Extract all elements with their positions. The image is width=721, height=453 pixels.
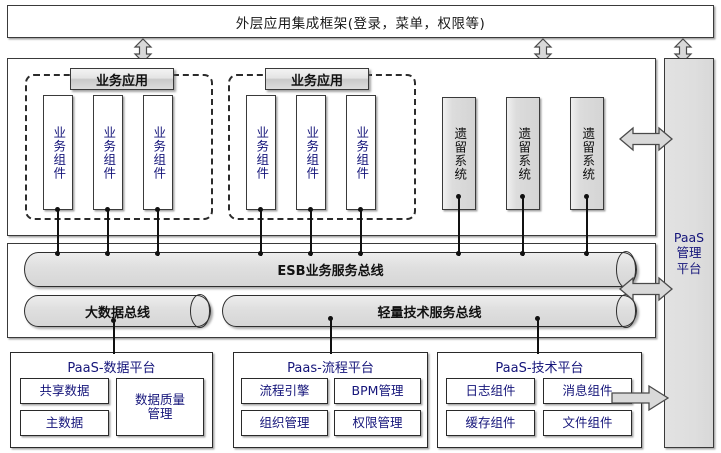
business-component-2-1: 业务组件 [246, 95, 276, 210]
connector-line [113, 320, 115, 354]
business-component-1-3: 业务组件 [143, 95, 173, 210]
connector-line [57, 209, 59, 256]
double-arrow-horizontal-icon-2 [619, 276, 673, 302]
connector-dot [155, 207, 160, 212]
arrow-right-icon-1 [611, 384, 669, 412]
connector-line [537, 318, 539, 354]
connector-line [310, 209, 312, 256]
connector-dot [358, 251, 363, 256]
business-application-label-1: 业务应用 [70, 68, 174, 90]
connector-dot [328, 316, 333, 321]
esb-bus-label: ESB业务服务总线 [277, 264, 384, 279]
platform-item-cache-component: 缓存组件 [446, 410, 535, 436]
connector-dot [584, 251, 589, 256]
connector-dot [456, 194, 461, 199]
connector-line [330, 318, 332, 354]
connector-dot [308, 251, 313, 256]
outer-integration-framework-banner: 外层应用集成框架(登录，菜单，权限等) [7, 5, 714, 38]
connector-line [586, 196, 588, 256]
business-application-label-2: 业务应用 [265, 68, 369, 90]
group-label-text: 业务应用 [290, 73, 343, 89]
platform-item-bpm: BPM管理 [334, 378, 421, 404]
connector-dot [520, 251, 525, 256]
connector-line [522, 196, 524, 256]
connector-dot [258, 251, 263, 256]
platform-item-data-quality: 数据质量管理 [116, 378, 204, 436]
lightweight-bus-label: 轻量技术服务总线 [377, 305, 482, 321]
connector-line [107, 209, 109, 256]
platform-item-process-engine: 流程引擎 [241, 378, 328, 404]
connector-dot [520, 194, 525, 199]
platform-item-auth-mgmt: 权限管理 [334, 410, 421, 436]
connector-line [157, 209, 159, 256]
connector-dot [535, 316, 540, 321]
business-component-1-2: 业务组件 [93, 95, 123, 210]
connector-dot [456, 251, 461, 256]
connector-dot [308, 207, 313, 212]
platform-title: PaaS-技术平台 [495, 361, 584, 376]
connector-dot [105, 251, 110, 256]
platform-title: PaaS-数据平台 [67, 361, 156, 376]
banner-label: 外层应用集成框架(登录，菜单，权限等) [235, 15, 486, 32]
esb-service-bus: ESB业务服务总线 [24, 251, 637, 288]
platform-title: Paas-流程平台 [287, 361, 374, 376]
legacy-system-3: 遗留系统 [570, 97, 604, 210]
business-component-2-3: 业务组件 [346, 95, 376, 210]
connector-dot [155, 251, 160, 256]
bigdata-bus: 大数据总线 [24, 294, 211, 328]
legacy-system-2: 遗留系统 [506, 97, 540, 210]
paas-admin-label: PaaS 管理 平台 [673, 229, 705, 276]
connector-line [458, 196, 460, 256]
lightweight-tech-bus: 轻量技术服务总线 [222, 294, 637, 328]
platform-item-org-mgmt: 组织管理 [241, 410, 328, 436]
connector-line [360, 209, 362, 256]
business-component-1-1: 业务组件 [43, 95, 73, 210]
legacy-system-1: 遗留系统 [442, 97, 476, 210]
business-component-2-2: 业务组件 [296, 95, 326, 210]
paas-management-platform-column: PaaS 管理 平台 [664, 58, 714, 448]
connector-dot [584, 194, 589, 199]
group-label-text: 业务应用 [95, 73, 148, 89]
platform-item-shared-data: 共享数据 [20, 378, 109, 404]
connector-dot [55, 251, 60, 256]
platform-item-log-component: 日志组件 [446, 378, 535, 404]
connector-dot [105, 207, 110, 212]
double-arrow-horizontal-icon-1 [619, 126, 673, 152]
connector-dot [258, 207, 263, 212]
platform-item-message-component: 消息组件 [543, 378, 632, 404]
platform-item-master-data: 主数据 [20, 410, 109, 436]
connector-dot [55, 207, 60, 212]
connector-dot [358, 207, 363, 212]
bigdata-bus-label: 大数据总线 [84, 305, 150, 321]
connector-dot [111, 318, 116, 323]
platform-item-file-component: 文件组件 [543, 410, 632, 436]
connector-line [260, 209, 262, 256]
